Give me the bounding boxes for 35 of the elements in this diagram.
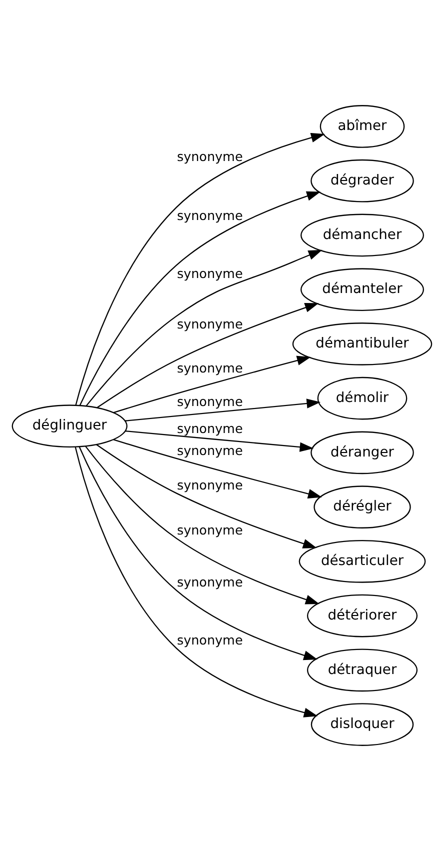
node-ellipse: détériorer xyxy=(306,594,418,638)
arrow xyxy=(79,191,321,406)
node-ellipse: démanteler xyxy=(300,268,424,311)
arrow xyxy=(78,446,318,660)
node-ellipse: déglinguer xyxy=(12,404,128,448)
arrow xyxy=(96,444,317,548)
edge-label: synonyme xyxy=(176,148,243,164)
arrow xyxy=(125,398,321,422)
edge-label: synonyme xyxy=(176,574,243,590)
arrow xyxy=(86,250,322,406)
node-ellipse: disloquer xyxy=(310,703,414,746)
edge-label: synonyme xyxy=(176,316,243,332)
arrow xyxy=(85,446,320,604)
edge-label: synonyme xyxy=(176,477,243,492)
arrow xyxy=(75,132,325,406)
arrow xyxy=(113,356,311,414)
node-ellipse: détraquer xyxy=(306,648,418,692)
edge-label: synonyme xyxy=(176,442,243,458)
edge-label: synonyme xyxy=(176,266,243,281)
edge-label: synonyme xyxy=(176,360,243,376)
arrow xyxy=(125,430,314,452)
node-ellipse: démolir xyxy=(317,376,408,420)
arrow xyxy=(113,439,322,499)
node-ellipse: déranger xyxy=(310,431,414,474)
node-ellipse: dégrader xyxy=(310,159,414,202)
edge-label: synonyme xyxy=(176,208,243,223)
node-ellipse: abîmer xyxy=(320,105,405,148)
arrow xyxy=(74,446,318,718)
node-ellipse: démancher xyxy=(300,214,424,257)
arrow xyxy=(96,302,319,408)
edge-label: synonyme xyxy=(176,420,243,436)
edge-label: synonyme xyxy=(176,632,243,648)
edge-label: synonyme xyxy=(176,522,243,538)
edge-label: synonyme xyxy=(176,394,243,410)
node-ellipse: dérégler xyxy=(314,486,411,528)
